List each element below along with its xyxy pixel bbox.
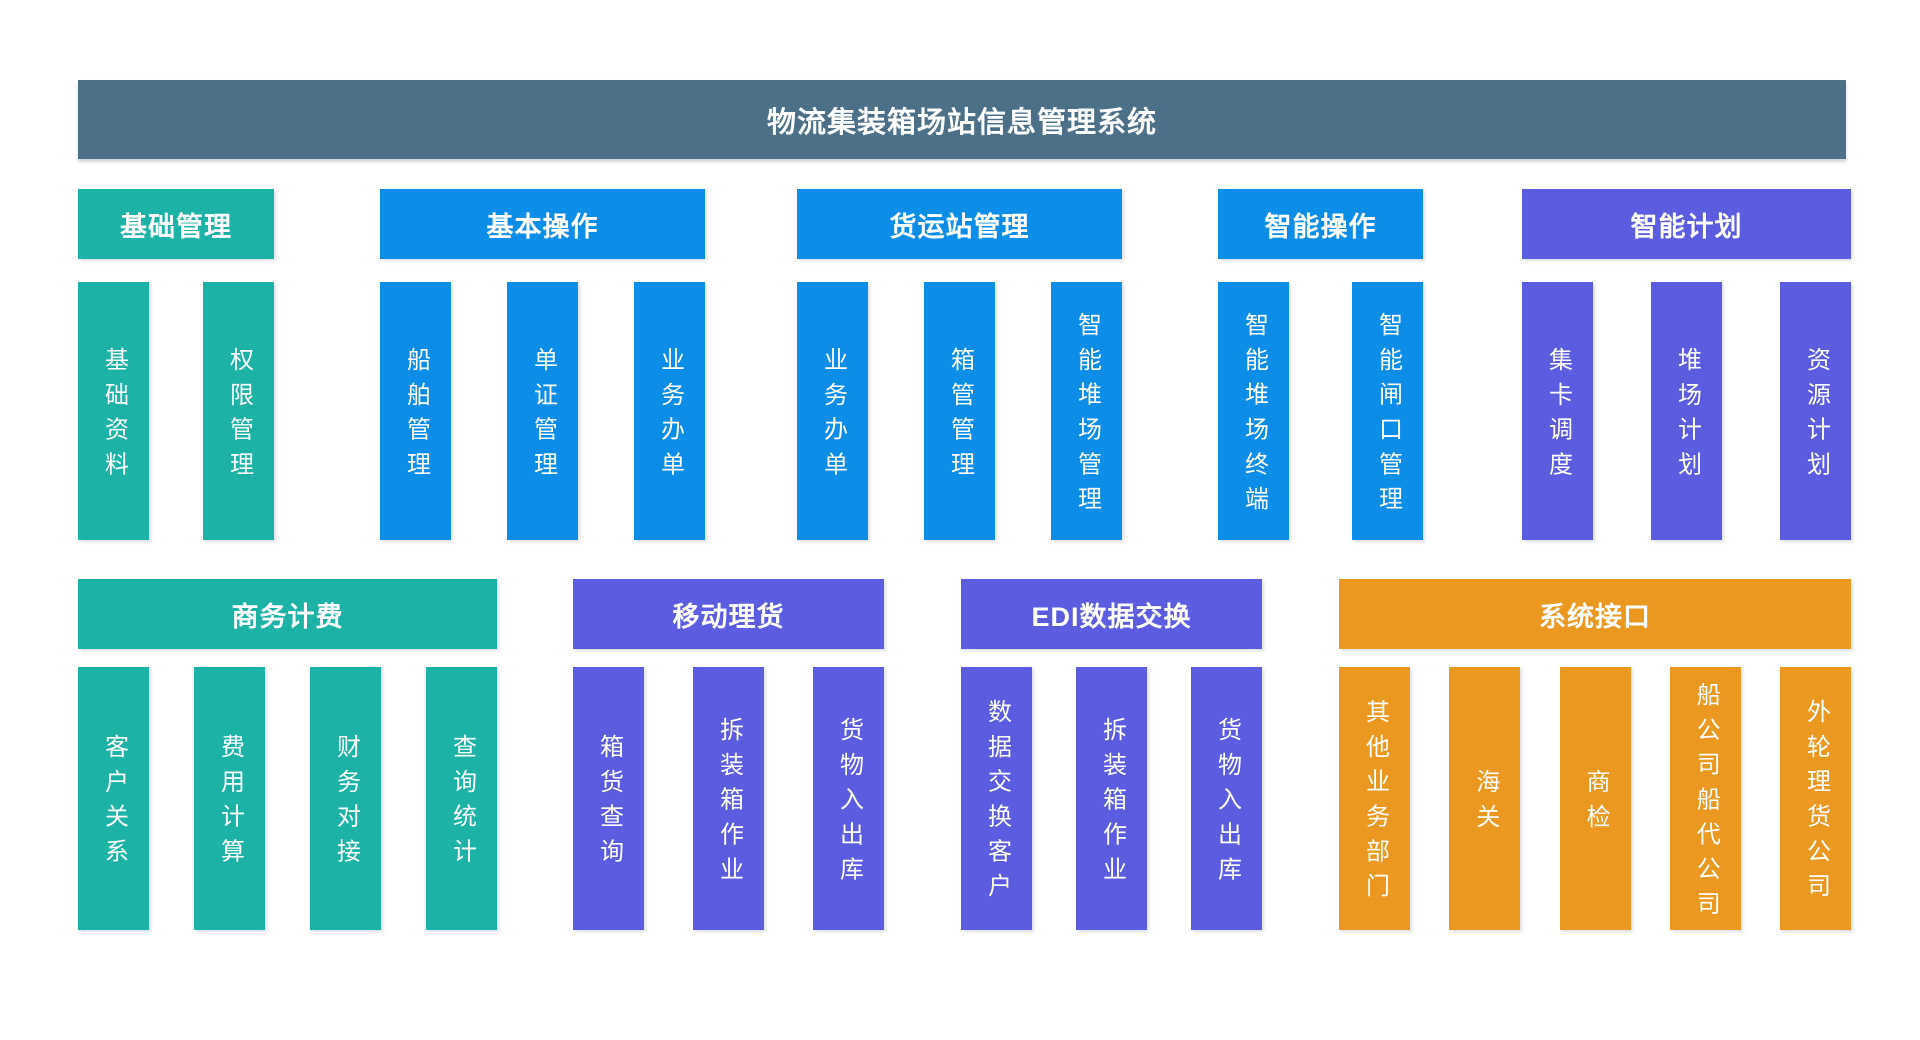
module-customs-label: 海关 <box>1471 769 1499 839</box>
module-container-management-label: 箱管管理 <box>946 346 974 486</box>
module-permission-management: 权限管理 <box>203 282 274 540</box>
module-container-cargo-query: 箱货查询 <box>573 667 644 930</box>
group-edi-data-exchange-header: EDI数据交换 <box>961 579 1262 649</box>
module-query-statistics-label: 查询统计 <box>448 734 476 874</box>
module-smart-yard-terminal-label: 智能堆场终端 <box>1240 311 1268 521</box>
module-shipping-agency-label: 船公司船代公司 <box>1692 682 1720 926</box>
module-container-management: 箱管管理 <box>924 282 995 540</box>
module-resource-planning: 资源计划 <box>1780 282 1851 540</box>
module-smart-gate-management: 智能闸口管理 <box>1352 282 1423 540</box>
group-system-interfaces: 系统接口 其他业务部门 海关 商检 船公司船代公司 外轮理货公司 <box>1339 579 1851 930</box>
group-smart-planning-header: 智能计划 <box>1522 189 1851 259</box>
group-basic-operations-modules: 船舶管理 单证管理 业务办单 <box>380 282 705 540</box>
module-station-business-order: 业务办单 <box>797 282 868 540</box>
module-yard-planning: 堆场计划 <box>1651 282 1722 540</box>
module-commodity-inspection: 商检 <box>1559 667 1631 930</box>
module-shipping-agency: 船公司船代公司 <box>1669 667 1741 930</box>
group-mobile-tally-header: 移动理货 <box>573 579 884 649</box>
module-finance-integration-label: 财务对接 <box>332 734 360 874</box>
group-smart-planning: 智能计划 集卡调度 堆场计划 资源计划 <box>1522 189 1851 540</box>
group-smart-operations-header: 智能操作 <box>1218 189 1423 259</box>
module-cargo-in-out-label: 货物入出库 <box>835 716 863 891</box>
module-smart-gate-management-label: 智能闸口管理 <box>1374 311 1402 521</box>
group-business-billing-modules: 客户关系 费用计算 财务对接 查询统计 <box>78 667 497 930</box>
group-smart-operations-modules: 智能堆场终端 智能闸口管理 <box>1218 282 1423 540</box>
module-edi-cargo-in-out: 货物入出库 <box>1191 667 1262 930</box>
module-query-statistics: 查询统计 <box>426 667 497 930</box>
module-stuffing-unstuffing-label: 拆装箱作业 <box>715 716 743 891</box>
module-customer-relations: 客户关系 <box>78 667 149 930</box>
group-smart-planning-modules: 集卡调度 堆场计划 资源计划 <box>1522 282 1851 540</box>
module-data-exchange-customers-label: 数据交换客户 <box>983 699 1011 909</box>
module-permission-management-label: 权限管理 <box>225 346 253 486</box>
module-business-order-label: 业务办单 <box>656 346 684 486</box>
group-freight-station-management: 货运站管理 业务办单 箱管管理 智能堆场管理 <box>797 189 1122 540</box>
group-business-billing-header: 商务计费 <box>78 579 497 649</box>
module-finance-integration: 财务对接 <box>310 667 381 930</box>
group-business-billing: 商务计费 客户关系 费用计算 财务对接 查询统计 <box>78 579 497 930</box>
module-resource-planning-label: 资源计划 <box>1802 346 1830 486</box>
group-basic-management-header: 基础管理 <box>78 189 274 259</box>
module-stuffing-unstuffing: 拆装箱作业 <box>693 667 764 930</box>
module-business-order: 业务办单 <box>634 282 705 540</box>
group-basic-management-modules: 基础资料 权限管理 <box>78 282 274 540</box>
module-data-exchange-customers: 数据交换客户 <box>961 667 1032 930</box>
module-smart-yard-management: 智能堆场管理 <box>1051 282 1122 540</box>
module-foreign-tally-company-label: 外轮理货公司 <box>1802 699 1830 909</box>
module-document-management: 单证管理 <box>507 282 578 540</box>
module-commodity-inspection-label: 商检 <box>1582 769 1609 839</box>
group-system-interfaces-header: 系统接口 <box>1339 579 1851 649</box>
module-other-departments-label: 其他业务部门 <box>1361 699 1389 909</box>
group-system-interfaces-modules: 其他业务部门 海关 商检 船公司船代公司 外轮理货公司 <box>1339 667 1851 930</box>
group-smart-operations: 智能操作 智能堆场终端 智能闸口管理 <box>1218 189 1423 540</box>
module-customs: 海关 <box>1449 667 1521 930</box>
module-vessel-management-label: 船舶管理 <box>402 346 430 486</box>
module-edi-stuffing-unstuffing-label: 拆装箱作业 <box>1098 716 1126 891</box>
system-title-bar: 物流集装箱场站信息管理系统 <box>78 80 1846 159</box>
module-truck-dispatch: 集卡调度 <box>1522 282 1593 540</box>
module-fee-calculation: 费用计算 <box>194 667 265 930</box>
module-foreign-tally-company: 外轮理货公司 <box>1780 667 1851 930</box>
group-freight-station-management-modules: 业务办单 箱管管理 智能堆场管理 <box>797 282 1122 540</box>
group-edi-data-exchange-modules: 数据交换客户 拆装箱作业 货物入出库 <box>961 667 1262 930</box>
module-customer-relations-label: 客户关系 <box>100 734 128 874</box>
module-basic-data-label: 基础资料 <box>100 346 128 486</box>
module-other-departments: 其他业务部门 <box>1339 667 1410 930</box>
module-edi-stuffing-unstuffing: 拆装箱作业 <box>1076 667 1147 930</box>
module-document-management-label: 单证管理 <box>529 346 557 486</box>
module-fee-calculation-label: 费用计算 <box>216 734 244 874</box>
module-smart-yard-terminal: 智能堆场终端 <box>1218 282 1289 540</box>
group-freight-station-management-header: 货运站管理 <box>797 189 1122 259</box>
module-vessel-management: 船舶管理 <box>380 282 451 540</box>
module-station-business-order-label: 业务办单 <box>819 346 847 486</box>
group-mobile-tally-modules: 箱货查询 拆装箱作业 货物入出库 <box>573 667 884 930</box>
module-yard-planning-label: 堆场计划 <box>1673 346 1701 486</box>
module-container-cargo-query-label: 箱货查询 <box>595 734 623 874</box>
module-smart-yard-management-label: 智能堆场管理 <box>1073 311 1101 521</box>
module-basic-data: 基础资料 <box>78 282 149 540</box>
system-title: 物流集装箱场站信息管理系统 <box>766 106 1157 139</box>
module-cargo-in-out: 货物入出库 <box>813 667 884 930</box>
group-basic-operations: 基本操作 船舶管理 单证管理 业务办单 <box>380 189 705 540</box>
group-mobile-tally: 移动理货 箱货查询 拆装箱作业 货物入出库 <box>573 579 884 930</box>
group-basic-operations-header: 基本操作 <box>380 189 705 259</box>
group-basic-management: 基础管理 基础资料 权限管理 <box>78 189 274 540</box>
group-edi-data-exchange: EDI数据交换 数据交换客户 拆装箱作业 货物入出库 <box>961 579 1262 930</box>
module-truck-dispatch-label: 集卡调度 <box>1544 346 1572 486</box>
module-edi-cargo-in-out-label: 货物入出库 <box>1213 716 1241 891</box>
